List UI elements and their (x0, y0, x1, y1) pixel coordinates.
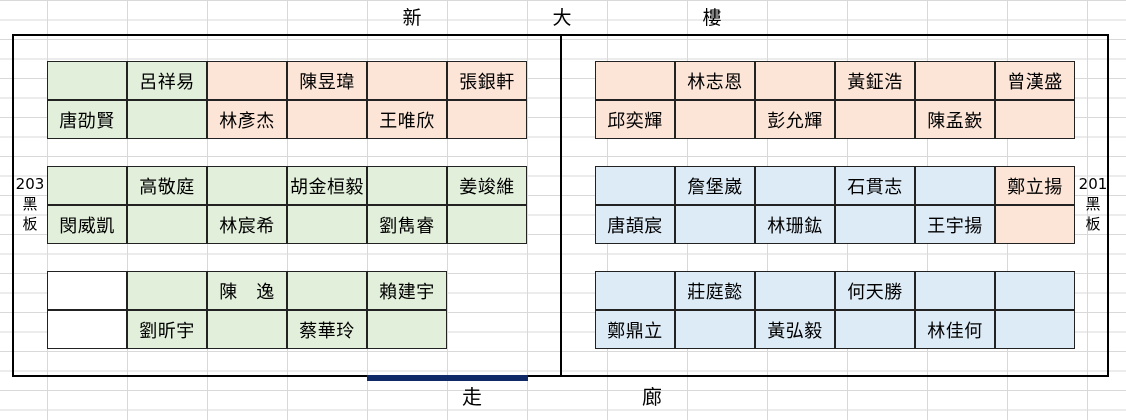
seat-right-g3-r2-c5: 林佳何 (915, 310, 995, 349)
seat-left-g1-r1-c6: 張銀軒 (447, 61, 527, 100)
seat-left-g3-r1-c1 (47, 271, 127, 310)
seat-right-g1-r2-c6 (995, 100, 1075, 139)
seat-right-g2-r1-c5 (915, 166, 995, 205)
seat-left-g1-r2-c1: 唐劭賢 (47, 100, 127, 139)
seat-right-g1-r1-c2: 林志恩 (675, 61, 755, 100)
seat-left-g1-r2-c5: 王唯欣 (367, 100, 447, 139)
seat-right-g1-r1-c5 (915, 61, 995, 100)
blackboard-201-number: 201 (1078, 175, 1108, 193)
seat-left-g2-r1-c5 (367, 166, 447, 205)
seat-right-g2-r2-c6 (995, 205, 1075, 244)
seat-right-g3-r1-c6 (995, 271, 1075, 310)
seat-right-g3-r2-c3: 黃弘毅 (755, 310, 835, 349)
seat-right-g3-r2-c2 (675, 310, 755, 349)
seat-left-g2-r2-c6 (447, 205, 527, 244)
seat-right-g2-r2-c3: 林珊鈜 (755, 205, 835, 244)
seat-right-g2-r2-c5: 王宇揚 (915, 205, 995, 244)
seat-left-g2-r1-c6: 姜竣維 (447, 166, 527, 205)
seat-right-g1-r2-c3: 彭允輝 (755, 100, 835, 139)
seat-left-g1-r1-c1 (47, 61, 127, 100)
seat-left-g3-r2-c4: 蔡華玲 (287, 310, 367, 349)
seat-left-g1-r1-c5 (367, 61, 447, 100)
seat-right-g2-r2-c4 (835, 205, 915, 244)
seat-left-g1-r2-c3: 林彥杰 (207, 100, 287, 139)
seat-left-g3-r1-c5: 賴建宇 (367, 271, 447, 310)
seat-left-g3-r1-c4 (287, 271, 367, 310)
seat-left-g3-r1-c2 (127, 271, 207, 310)
seat-right-g1-r1-c1 (595, 61, 675, 100)
seat-left-g1-r1-c4: 陳昱瑋 (287, 61, 367, 100)
blackboard-203-number: 203 (15, 175, 45, 193)
title-char-1: 新 (402, 7, 422, 29)
seat-right-g3-r2-c4 (835, 310, 915, 349)
blackboard-201-char-2: 板 (1085, 215, 1101, 233)
seat-left-g2-r1-c3 (207, 166, 287, 205)
seat-right-g2-r1-c1 (595, 166, 675, 205)
seat-left-g2-r1-c1 (47, 166, 127, 205)
blackboard-203-char-2: 板 (22, 215, 38, 233)
seat-right-g3-r2-c1: 鄭鼎立 (595, 310, 675, 349)
seat-left-g3-r2-c3 (207, 310, 287, 349)
seat-right-g2-r1-c3 (755, 166, 835, 205)
seat-right-g2-r1-c4: 石貫志 (835, 166, 915, 205)
seat-left-g2-r2-c4 (287, 205, 367, 244)
seat-left-g2-r1-c2: 高敬庭 (127, 166, 207, 205)
seat-left-g1-r2-c6 (447, 100, 527, 139)
seat-left-g1-r1-c3 (207, 61, 287, 100)
seat-left-g3-r2-c1 (47, 310, 127, 349)
seat-right-g1-r1-c3 (755, 61, 835, 100)
seat-left-g2-r2-c1: 閔威凱 (47, 205, 127, 244)
seat-right-g3-r1-c5 (915, 271, 995, 310)
seat-right-g3-r1-c3 (755, 271, 835, 310)
seat-left-g2-r1-c4: 胡金桓毅 (287, 166, 367, 205)
seat-left-g3-r1-c3: 陳 逸 (207, 271, 287, 310)
blackboard-201-char-1: 黑 (1085, 195, 1101, 213)
seat-left-g1-r2-c4 (287, 100, 367, 139)
seat-left-g1-r1-c2: 呂祥易 (127, 61, 207, 100)
corridor-char-1: 走 (462, 385, 482, 409)
title-char-3: 樓 (702, 7, 722, 29)
seat-left-g1-r2-c2 (127, 100, 207, 139)
seat-left-g2-r2-c2 (127, 205, 207, 244)
seat-left-g3-r2-c2: 劉昕宇 (127, 310, 207, 349)
seat-right-g2-r2-c2 (675, 205, 755, 244)
seat-right-g3-r1-c4: 何天勝 (835, 271, 915, 310)
blackboard-203-char-1: 黑 (22, 195, 38, 213)
seat-right-g3-r1-c1 (595, 271, 675, 310)
door (367, 375, 528, 381)
seat-right-g2-r1-c2: 詹堡崴 (675, 166, 755, 205)
room-divider (560, 34, 562, 377)
seat-right-g1-r1-c4: 黃鉦浩 (835, 61, 915, 100)
seat-right-g3-r2-c6 (995, 310, 1075, 349)
seat-left-g2-r2-c5: 劉雋睿 (367, 205, 447, 244)
seat-right-g2-r2-c1: 唐頡宸 (595, 205, 675, 244)
seat-left-g2-r2-c3: 林宸希 (207, 205, 287, 244)
title-char-2: 大 (552, 7, 572, 29)
seat-right-g1-r2-c1: 邱奕輝 (595, 100, 675, 139)
seat-left-g3-r2-c5 (367, 310, 447, 349)
seat-right-g2-r1-c6: 鄭立揚 (995, 166, 1075, 205)
corridor-char-2: 廊 (642, 385, 662, 409)
seat-right-g3-r1-c2: 莊庭懿 (675, 271, 755, 310)
seat-right-g1-r1-c6: 曾漢盛 (995, 61, 1075, 100)
seat-right-g1-r2-c2 (675, 100, 755, 139)
seat-right-g1-r2-c4 (835, 100, 915, 139)
seat-right-g1-r2-c5: 陳孟嶔 (915, 100, 995, 139)
